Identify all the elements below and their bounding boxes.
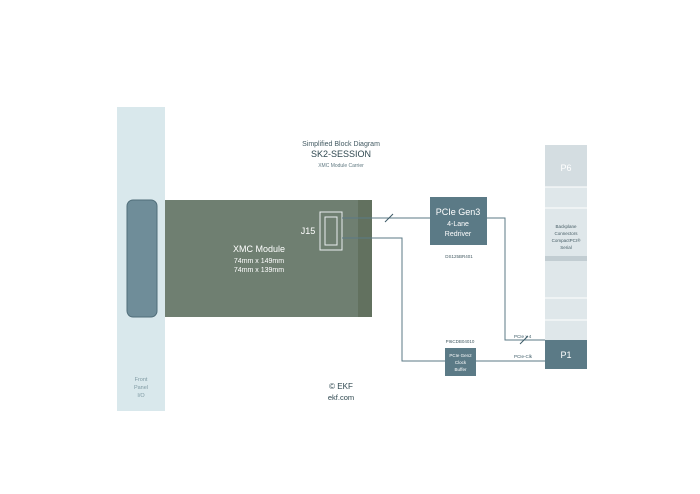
clock-buffer-block [445,348,476,376]
pcie-x4-left-label: PCIe x 4 [385,209,403,214]
backplane-p1-block [545,340,587,369]
backplane-p1-label: P1 [560,350,571,360]
pcie-clk-right-label: PCIe-Clk [514,354,533,359]
website-text: ekf.com [328,393,354,402]
j15-connector-outer [319,211,343,251]
front-panel-label-3: I/O [137,393,145,399]
xmc-module-edge [358,200,372,317]
pcie-line-redriver-to-p1 [487,217,545,341]
clock-buffer-line-1: PCIe Gen2 [449,353,472,358]
backplane-p6-label: P6 [560,163,571,173]
pcie-lane-slash-right [519,335,529,345]
backplane-desc-1: Backplane [555,224,577,229]
clock-buffer-line-3: Buffer [455,367,467,372]
clock-buffer-line-2: Clock [455,360,467,365]
backplane-p6-block [545,145,587,187]
diagram-subtitle: Simplified Block Diagram [302,141,380,148]
xmc-module-title: XMC Module [233,244,285,254]
j15-connector-inner [324,216,338,246]
j15-label: J15 [301,226,316,236]
copyright-text: © EKF [329,382,353,391]
xmc-module-dim-1: 74mm x 149mm [234,258,284,265]
pcie-x4-right-label: PCIe x 4 [514,334,532,339]
clk-line-to-buffer [342,237,445,362]
diagram-title: SK2-SESSION [311,149,371,159]
pcie-lane-slash-left [384,213,394,223]
diagram-caption: XMC Module Carrier [318,163,364,169]
pcie-clk-left-label: PCIe-Clk [385,232,404,237]
redriver-part-number: DS125BR401 [445,254,473,259]
clock-buffer-part-number: PI6CDB04010 [446,339,475,344]
front-panel-label-2: Panel [134,385,148,391]
redriver-title: PCIe Gen3 [436,207,481,217]
front-panel-connector [126,199,158,318]
backplane-separator-bar [545,256,587,261]
signal-lines [342,217,545,362]
backplane-desc-3: CompactPCI® [552,237,582,243]
front-panel-label-1: Front [135,377,148,383]
backplane-desc-4: Serial [560,245,572,250]
redriver-lanes: 4-Lane [447,221,469,228]
redriver-type: Redriver [445,231,472,238]
xmc-module-dim-2: 74mm x 139mm [234,267,284,274]
redriver-block [430,197,487,245]
backplane-desc-2: Connectors [554,231,578,236]
